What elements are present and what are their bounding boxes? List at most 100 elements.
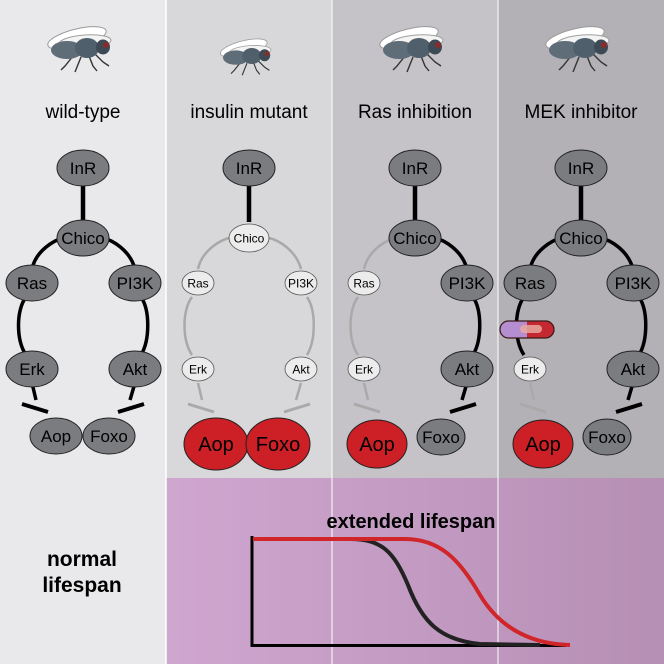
node-ras (5, 264, 59, 302)
node-akt (606, 350, 660, 388)
node-label-pi3k: PI3K (288, 276, 314, 290)
inhibition-bar (21, 402, 49, 414)
edge-pi3k-akt (139, 296, 150, 356)
inhibition-bar (519, 402, 547, 414)
node-label-erk: Erk (19, 360, 45, 379)
node-chico (554, 219, 608, 257)
node-label-erk: Erk (189, 362, 208, 376)
node-foxo (416, 418, 466, 456)
node-erk (5, 350, 59, 388)
survival-curve-treated (253, 537, 571, 647)
node-label-pi3k: PI3K (449, 274, 487, 293)
node-label-inr: InR (402, 159, 428, 178)
extended-lifespan-label: extended lifespan (327, 511, 496, 533)
panel-title: Ras inhibition (358, 102, 472, 123)
panel-title: wild-type (45, 102, 121, 123)
inhibition-bar (615, 402, 643, 414)
mek-inhibitor-pill-icon (499, 320, 555, 339)
node-chico (56, 219, 110, 257)
node-aop (512, 419, 574, 469)
node-pi3k (606, 264, 660, 302)
node-label-inr: InR (70, 159, 96, 178)
edge-ras-erk (183, 296, 194, 356)
node-label-inr: InR (236, 159, 262, 178)
inhibition-bar (449, 402, 477, 414)
node-pi3k (108, 264, 162, 302)
node-label-chico: Chico (559, 229, 602, 248)
inhibition-bar (353, 402, 381, 414)
edge-chico-pi3k (268, 236, 303, 270)
node-pi3k (284, 270, 318, 296)
edge-ras-erk (349, 296, 360, 356)
survival-curve-wild-type (253, 537, 541, 647)
node-pi3k (440, 264, 494, 302)
node-label-foxo: Foxo (90, 427, 128, 446)
node-akt (108, 350, 162, 388)
node-label-aop: Aop (41, 427, 71, 446)
edge-erk-aop (196, 382, 204, 401)
node-inr (554, 149, 608, 187)
node-foxo (582, 418, 632, 456)
node-label-ras: Ras (515, 274, 545, 293)
inhibition-bar (187, 402, 215, 414)
panel-title: insulin mutant (190, 102, 308, 123)
normal-lifespan-label-line1: normal (47, 548, 117, 571)
panel-title: MEK inhibitor (525, 102, 639, 123)
node-label-inr: InR (568, 159, 594, 178)
edge-chico-ras (196, 236, 230, 270)
inhibition-bar (283, 402, 311, 414)
node-erk (347, 356, 381, 382)
node-label-aop: Aop (525, 434, 561, 456)
node-label-ras: Ras (187, 276, 208, 290)
node-label-erk: Erk (521, 362, 540, 376)
node-label-aop: Aop (198, 434, 234, 456)
node-label-aop: Aop (359, 434, 395, 456)
node-ras (503, 264, 557, 302)
node-label-foxo: Foxo (256, 434, 300, 456)
node-inr (222, 149, 276, 187)
edge-ras-erk (16, 295, 28, 356)
edge-pi3k-akt (471, 296, 482, 356)
node-inr (56, 149, 110, 187)
inhibition-bar (117, 402, 145, 414)
node-label-akt: Akt (292, 362, 310, 376)
node-label-akt: Akt (621, 360, 646, 379)
node-label-chico: Chico (393, 229, 436, 248)
node-label-foxo: Foxo (422, 428, 460, 447)
node-foxo (82, 417, 136, 455)
node-chico (228, 223, 270, 253)
normal-lifespan-label-line2: lifespan (42, 574, 121, 597)
node-erk (181, 356, 215, 382)
edge-pi3k-akt (637, 296, 648, 356)
node-aop (29, 417, 83, 455)
edge-erk-aop (528, 382, 536, 401)
node-label-ras: Ras (17, 274, 47, 293)
node-label-ras: Ras (353, 276, 374, 290)
node-inr (388, 149, 442, 187)
node-label-chico: Chico (61, 229, 104, 248)
node-label-akt: Akt (123, 360, 148, 379)
node-label-chico: Chico (234, 231, 265, 245)
node-label-akt: Akt (455, 360, 480, 379)
edge-erk-aop (362, 382, 370, 401)
node-label-pi3k: PI3K (615, 274, 653, 293)
edge-pi3k-akt (305, 296, 315, 356)
node-label-foxo: Foxo (588, 428, 626, 447)
node-akt (284, 356, 318, 382)
node-label-pi3k: PI3K (117, 274, 155, 293)
node-chico (388, 219, 442, 257)
node-ras (181, 270, 215, 296)
node-akt (440, 350, 494, 388)
node-foxo (245, 417, 311, 471)
survival-plot (250, 536, 571, 647)
edge-akt-foxo (294, 382, 303, 401)
node-label-erk: Erk (355, 362, 374, 376)
node-erk (513, 356, 547, 382)
node-aop (346, 419, 408, 469)
node-ras (347, 270, 381, 296)
